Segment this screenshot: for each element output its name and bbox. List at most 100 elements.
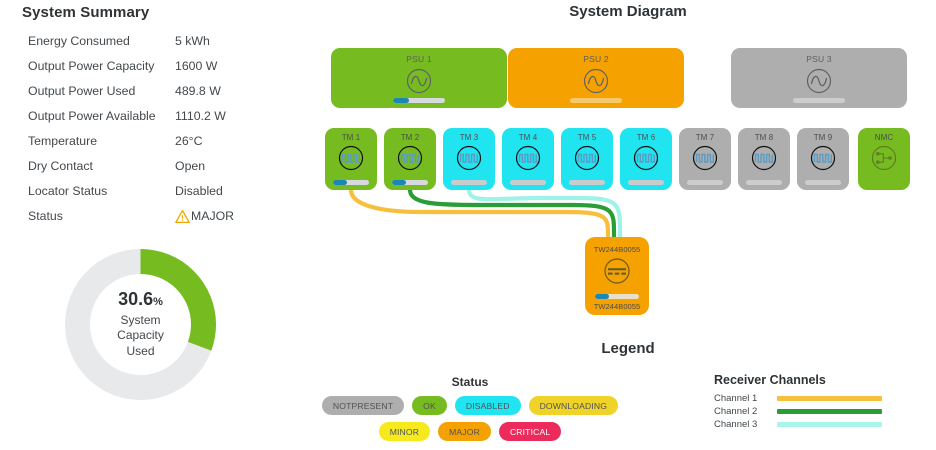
status-badge-row-2: MINOR MAJOR CRITICAL — [320, 422, 620, 441]
summary-row: Output Power Used 489.8 W — [28, 78, 278, 103]
channel-legend-row: Channel 3 — [714, 419, 936, 430]
sine-wave-icon — [404, 66, 434, 101]
waveform-icon — [572, 143, 602, 178]
psu-tile-1[interactable]: PSU 1 — [331, 48, 507, 108]
waveform-icon — [454, 143, 484, 178]
system-diagram-title: System Diagram — [569, 3, 687, 20]
legend-badge-minor: MINOR — [378, 422, 431, 441]
summary-label: Output Power Capacity — [28, 58, 155, 73]
legend-badge-major: MAJOR — [438, 422, 491, 441]
legend-badge-notpresent: NOTPRESENT — [321, 396, 405, 415]
summary-value: 489.8 W — [175, 83, 221, 98]
summary-value: Open — [175, 158, 206, 173]
legend-badge-downloading: DOWNLOADING — [528, 396, 619, 415]
receiver-bottom-label: TW244B0055 — [593, 302, 641, 311]
psu-progress-bar — [570, 98, 622, 103]
channel-legend-row: Channel 2 — [714, 406, 936, 417]
system-diagram: PSU 1 PSU 2 PSU 3 TM 1 TM 2 TM 3 TM 4 TM 5 TM 6… — [325, 48, 910, 315]
module-progress-bar — [805, 180, 841, 185]
module-tile-tm-8[interactable]: TM 8 — [738, 128, 790, 190]
module-tile-tm-4[interactable]: TM 4 — [502, 128, 554, 190]
summary-label: Status — [28, 208, 63, 223]
sine-wave-icon — [581, 66, 611, 101]
receiver-node-tw244b0055[interactable]: TW244B0055 TW244B0055 — [585, 237, 649, 315]
channel-color-swatch — [777, 422, 882, 427]
module-progress-bar — [628, 180, 664, 185]
link-tm-2 — [407, 187, 617, 241]
status-text: MAJOR — [191, 208, 235, 223]
psu-tile-3[interactable]: PSU 3 — [731, 48, 907, 108]
psu-label: PSU 3 — [806, 54, 832, 64]
summary-label: Locator Status — [28, 183, 108, 198]
module-label: TM 2 — [400, 133, 420, 142]
status-legend-title: Status — [451, 375, 489, 389]
warning-triangle-icon — [175, 209, 190, 224]
channel-color-swatch — [777, 409, 882, 414]
psu-progress-bar — [793, 98, 845, 103]
module-tile-tm-2[interactable]: TM 2 — [384, 128, 436, 190]
receiver-top-label: TW244B0055 — [593, 245, 641, 254]
module-label: TM 5 — [577, 133, 597, 142]
status-legend: Status NOTPRESENT OK DISABLED DOWNLOADING M… — [320, 375, 620, 448]
module-tile-tm-9[interactable]: TM 9 — [797, 128, 849, 190]
module-label: TM 1 — [341, 133, 361, 142]
summary-label: Temperature — [28, 133, 98, 148]
module-progress-bar — [451, 180, 487, 185]
sine-wave-icon — [804, 66, 834, 101]
module-progress-bar — [392, 180, 428, 185]
psu-label: PSU 1 — [406, 54, 432, 64]
waveform-icon — [749, 143, 779, 178]
summary-value: 1600 W — [175, 58, 218, 73]
module-tile-tm-5[interactable]: TM 5 — [561, 128, 613, 190]
waveform-icon — [808, 143, 838, 178]
receiver-channel-legend: Receiver Channels Channel 1 Channel 2 Chan… — [700, 373, 936, 432]
waveform-icon — [513, 143, 543, 178]
summary-value: Disabled — [175, 183, 223, 198]
legend-badge-ok: OK — [412, 396, 447, 415]
link-tm-1 — [348, 187, 611, 241]
psu-progress-bar — [393, 98, 445, 103]
waveform-icon — [690, 143, 720, 178]
legend-badge-disabled: DISABLED — [454, 396, 521, 415]
summary-label: Output Power Used — [28, 83, 136, 98]
waveform-icon — [631, 143, 661, 178]
summary-row: Energy Consumed 5 kWh — [28, 28, 278, 53]
status-badge-row-1: NOTPRESENT OK DISABLED DOWNLOADING — [320, 396, 620, 415]
status-badge: MAJOR — [175, 203, 278, 228]
summary-value: 1110.2 W — [175, 108, 226, 123]
network-node-icon — [869, 143, 899, 178]
psu-label: PSU 2 — [583, 54, 609, 64]
legend-title: Legend — [601, 340, 655, 357]
channel-legend-row: Channel 1 — [714, 393, 936, 404]
module-progress-bar — [746, 180, 782, 185]
module-tile-tm-3[interactable]: TM 3 — [443, 128, 495, 190]
summary-row-status: Status MAJOR — [28, 203, 278, 228]
module-progress-bar — [569, 180, 605, 185]
module-label: TM 4 — [518, 133, 538, 142]
summary-value: 5 kWh — [175, 33, 210, 48]
module-tile-tm-1[interactable]: TM 1 — [325, 128, 377, 190]
link-tm-3 — [466, 187, 623, 241]
module-progress-bar — [510, 180, 546, 185]
channel-name: Channel 2 — [714, 406, 758, 417]
waveform-icon — [395, 143, 425, 178]
module-tile-nmc[interactable]: NMC — [858, 128, 910, 190]
receiver-channel-legend-title: Receiver Channels — [714, 373, 826, 387]
legend-badge-critical: CRITICAL — [498, 422, 562, 441]
channel-color-swatch — [777, 396, 882, 401]
receiver-icon — [602, 256, 632, 291]
summary-row: Locator Status Disabled — [28, 178, 278, 203]
module-label: TM 3 — [459, 133, 479, 142]
summary-row: Output Power Capacity 1600 W — [28, 53, 278, 78]
module-tile-tm-6[interactable]: TM 6 — [620, 128, 672, 190]
module-label: NMC — [874, 133, 894, 142]
module-progress-bar — [687, 180, 723, 185]
receiver-progress-bar — [595, 294, 639, 299]
summary-label: Energy Consumed — [28, 33, 130, 48]
module-tile-tm-7[interactable]: TM 7 — [679, 128, 731, 190]
psu-tile-2[interactable]: PSU 2 — [508, 48, 684, 108]
module-label: TM 7 — [695, 133, 715, 142]
